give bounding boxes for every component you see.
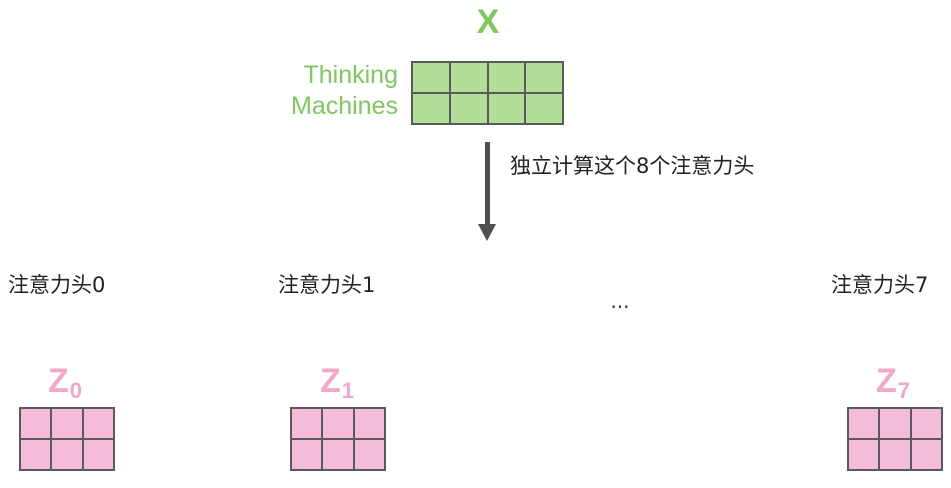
input-embedding-matrix <box>411 61 564 125</box>
matrix-cell <box>83 409 113 438</box>
head-z-title-1: Z1 <box>320 361 354 408</box>
head-z-title-7: Z7 <box>876 361 910 408</box>
matrix-cell <box>21 409 51 438</box>
matrix-cell <box>450 94 487 123</box>
step-label: 独立计算这个8个注意力头 <box>510 154 755 178</box>
matrix-cell <box>849 409 879 438</box>
matrix-cell <box>354 409 384 438</box>
matrix-cell <box>413 94 449 123</box>
z-subscript: 0 <box>69 378 83 403</box>
matrix-cell <box>292 440 322 469</box>
matrix-cell <box>21 440 51 469</box>
z-subscript: 1 <box>341 378 355 403</box>
z-letter: Z <box>48 362 69 400</box>
matrix-cell <box>880 409 910 438</box>
matrix-cell <box>292 409 322 438</box>
matrix-cell <box>526 63 562 92</box>
z-letter: Z <box>876 362 897 400</box>
ellipsis: ... <box>610 289 630 313</box>
head-label-0: 注意力头0 <box>8 273 106 297</box>
matrix-cell <box>880 440 910 469</box>
input-label-thinking: Thinking <box>303 61 399 89</box>
matrix-cell <box>52 440 82 469</box>
input-x-title: X <box>476 3 500 41</box>
matrix-cell <box>488 63 525 92</box>
matrix-cell <box>83 440 113 469</box>
matrix-cell <box>354 440 384 469</box>
matrix-cell <box>323 440 353 469</box>
input-label-machines: Machines <box>291 92 398 120</box>
head-output-matrix-0 <box>19 407 115 471</box>
matrix-cell <box>849 440 879 469</box>
matrix-cell <box>413 63 449 92</box>
matrix-cell <box>911 409 941 438</box>
matrix-cell <box>52 409 82 438</box>
head-output-matrix-1 <box>290 407 386 471</box>
head-label-1: 注意力头1 <box>278 273 376 297</box>
head-label-7: 注意力头7 <box>831 273 929 297</box>
down-arrow-shaft <box>485 142 490 226</box>
matrix-cell <box>488 94 525 123</box>
down-arrow-head-icon <box>478 224 496 241</box>
matrix-cell <box>911 440 941 469</box>
matrix-cell <box>526 94 562 123</box>
head-output-matrix-7 <box>847 407 943 471</box>
matrix-cell <box>450 63 487 92</box>
matrix-cell <box>323 409 353 438</box>
head-z-title-0: Z0 <box>48 361 82 408</box>
z-subscript: 7 <box>897 378 911 403</box>
z-letter: Z <box>320 362 341 400</box>
